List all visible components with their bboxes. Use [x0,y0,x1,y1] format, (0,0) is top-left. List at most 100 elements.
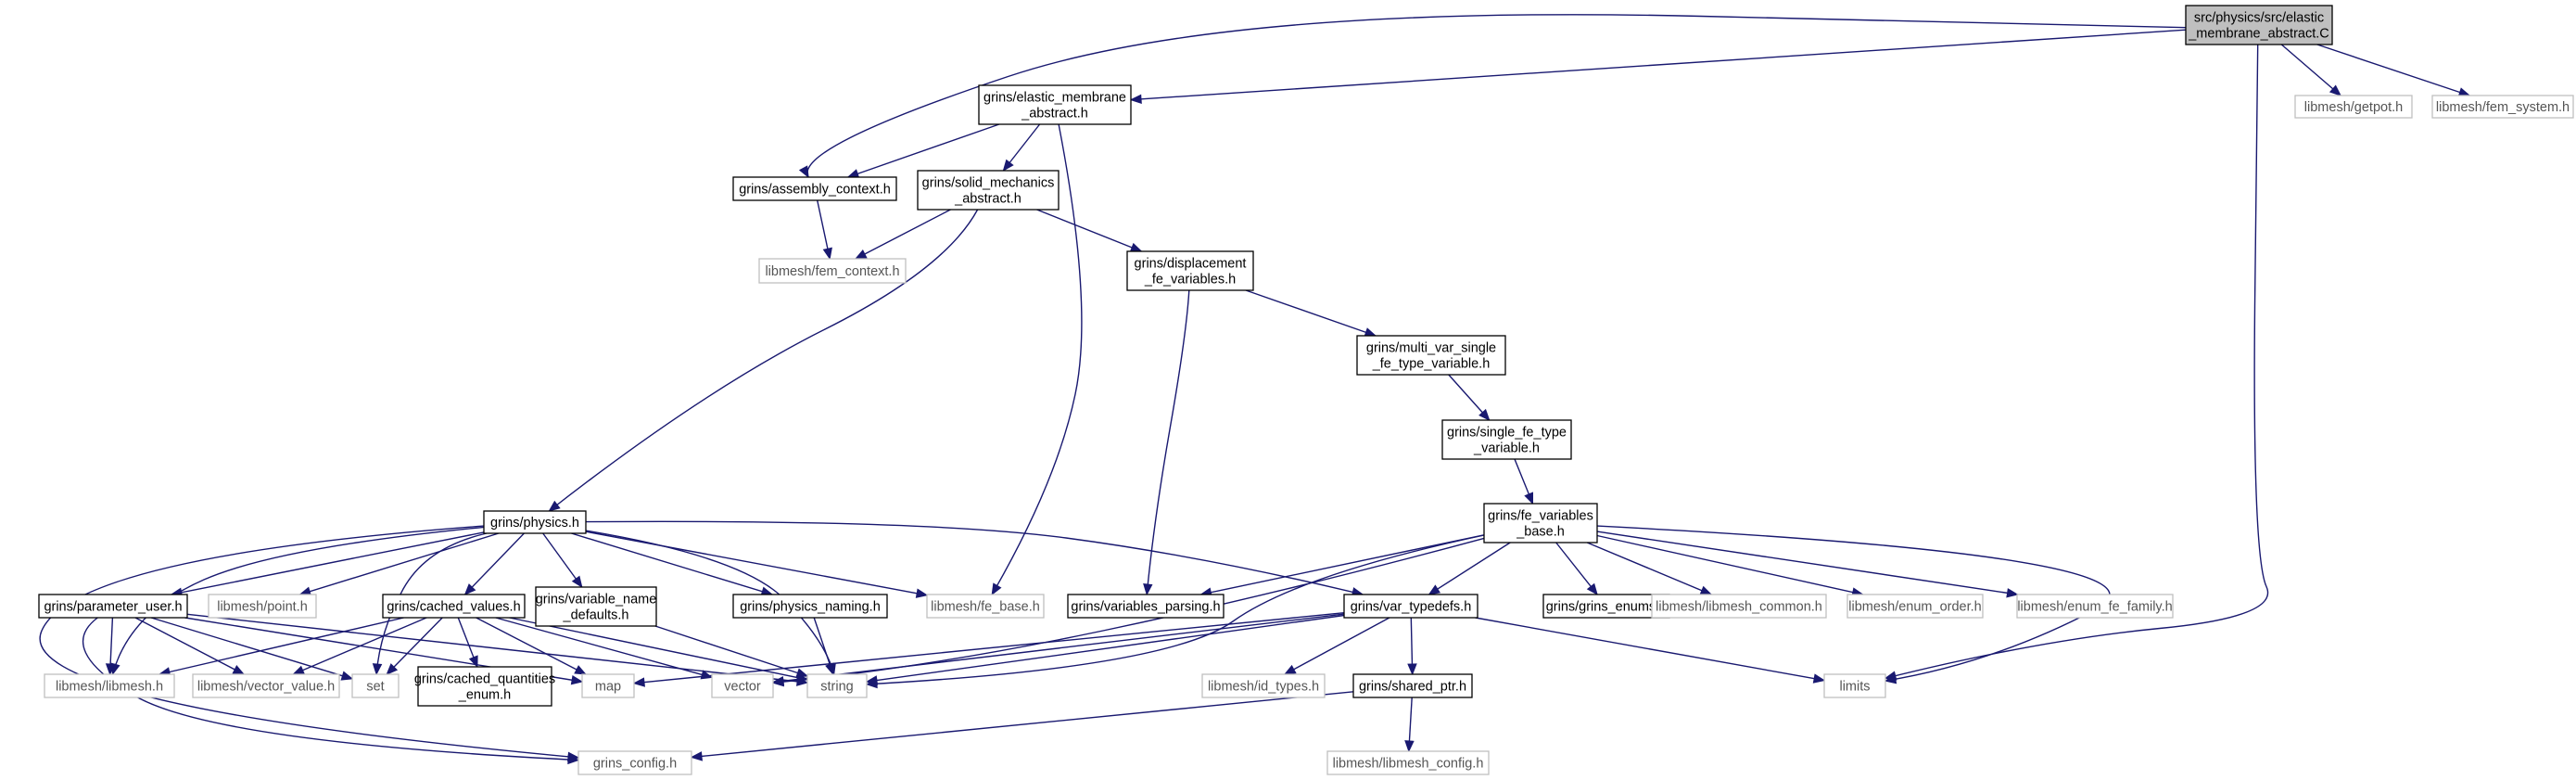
edge-line [585,520,1364,595]
edge-arrowhead [1129,94,1142,105]
edge-arrowhead [1586,582,1598,596]
edge-root-to-limits [1884,44,2269,681]
node-label: libmesh/id_types.h [1208,680,1319,695]
edge-line [159,617,404,675]
edge-shared_ptr-to-grins_config [690,691,1354,761]
node-box [1352,673,1473,698]
edge-arrowhead [574,665,587,675]
edge-line [39,525,579,759]
edge-elastic_membrane_abstract-to-fe_base [991,123,1083,596]
edge-var_typedefs-to-vector [771,613,1345,686]
edge-fe_variables_base-to-grins_enums [1555,542,1598,596]
node-grins-enums[interactable]: grins/grins_enums.h [1542,594,1670,619]
edge-solid_mechanics_abstract-to-displacement_fe_variables [1036,209,1143,252]
node-box [917,170,1060,211]
node-box [732,594,888,619]
edge-arrowhead [567,754,580,765]
node-physics-naming[interactable]: grins/physics_naming.h [732,594,888,619]
node-box [2431,95,2574,119]
node-fem-system: libmesh/fem_system.h [2431,95,2574,119]
edge-arrowhead [1428,584,1441,595]
node-box [711,673,774,698]
node-multi-var-single[interactable]: grins/multi_var_single_fe_type_variable.… [1356,335,1506,376]
node-label: _fe_variables.h [1144,273,1236,288]
edge-line [1130,29,2187,101]
node-libmesh-common: libmesh/libmesh_common.h [1651,594,1827,619]
edge-root-to-assembly_context [798,14,2187,179]
node-label: libmesh/fem_system.h [2436,100,2570,115]
edge-root-to-getpot [2280,44,2342,96]
node-getpot: libmesh/getpot.h [2294,95,2413,119]
node-label: grins/physics.h [490,516,579,531]
node-label: _membrane_abstract.C [2188,27,2329,42]
edge-line [585,530,835,675]
node-string: string [806,673,868,698]
node-fe-variables-base[interactable]: grins/fe_variables_base.h [1483,503,1598,543]
node-variable-name-defaults[interactable]: grins/variable_name_defaults.h [535,586,657,627]
edge-line [495,617,713,679]
node-cached-values[interactable]: grins/cached_values.h [382,594,526,619]
node-box [483,510,587,534]
node-vector: vector [711,673,774,698]
edge-line [571,532,773,595]
node-parameter-user[interactable]: grins/parameter_user.h [38,594,188,619]
node-label: grins/solid_mechanics [922,176,1055,191]
node-fem-context: libmesh/fem_context.h [758,258,907,284]
edge-cached_values-to-cached_quantities_enum [457,617,478,669]
node-physics[interactable]: grins/physics.h [483,510,587,534]
edge-line [1245,289,1377,337]
node-elastic-membrane-abstract[interactable]: grins/elastic_membrane_abstract.h [978,84,1132,125]
edge-assembly_context-to-fem_context [817,199,832,261]
edge-line [1596,531,2018,595]
edge-arrowhead [825,662,835,676]
node-assembly-context[interactable]: grins/assembly_context.h [732,176,897,201]
edge-var_typedefs-to-id_types [1283,617,1390,675]
node-box [2294,95,2413,119]
node-label: _enum.h [458,688,511,703]
node-cached-quantities-enum[interactable]: grins/cached_quantities_enum.h [414,666,555,707]
node-box [382,594,526,619]
edge-physics-to-parameter_user [170,531,485,597]
node-libmesh-config: libmesh/libmesh_config.h [1326,750,1490,775]
node-box [192,673,340,698]
node-root[interactable]: src/physics/src/elastic_membrane_abstrac… [2185,5,2333,45]
edge-arrowhead [232,665,246,675]
edge-line [1475,617,1825,682]
node-libmesh: libmesh/libmesh.h [44,673,175,698]
edge-arrowhead [1002,159,1014,173]
edge-fe_variables_base-to-enum_fe_family [1596,531,2019,598]
edge-line [991,123,1083,595]
edge-arrowhead [690,751,703,761]
edge-var_typedefs-to-limits [1475,617,1826,684]
edge-var_typedefs-to-shared_ptr [1407,617,1417,676]
edge-line [772,613,1345,684]
node-id-types: libmesh/id_types.h [1201,673,1326,698]
node-shared-ptr[interactable]: grins/shared_ptr.h [1352,673,1473,698]
edge-var_typedefs-to-string [865,614,1345,685]
edge-line [476,617,587,675]
edge-arrowhead [1143,583,1153,596]
node-label: grins/grins_enums.h [1546,600,1668,615]
node-box [1326,750,1490,775]
edge-arrowhead [1364,327,1377,338]
node-label: grins/single_fe_type [1447,426,1567,441]
node-var-typedefs[interactable]: grins/var_typedefs.h [1343,594,1478,619]
node-single-fe-type[interactable]: grins/single_fe_type_variable.h [1441,419,1572,460]
edge-multi_var_single-to-single_fe_type [1448,374,1491,421]
node-solid-mechanics-abstract[interactable]: grins/solid_mechanics_abstract.h [917,170,1060,211]
node-label: libmesh/fem_context.h [765,264,899,279]
node-displacement-fe-variables[interactable]: grins/displacement_fe_variables.h [1126,250,1254,291]
node-variables-parsing[interactable]: grins/variables_parsing.h [1067,594,1225,619]
node-label: libmesh/libmesh_common.h [1656,600,1822,615]
edge-line [82,617,579,761]
edge-line [1596,525,2111,682]
node-label: src/physics/src/elastic [2194,11,2324,26]
edge-variable_name_defaults-to-string [654,625,809,678]
node-box [1343,594,1478,619]
node-box [926,594,1045,619]
edge-arrowhead [1478,408,1491,421]
edge-arrowhead [1812,673,1826,684]
edge-line [855,209,951,260]
node-label: _fe_type_variable.h [1372,357,1491,372]
node-box [1126,250,1254,291]
